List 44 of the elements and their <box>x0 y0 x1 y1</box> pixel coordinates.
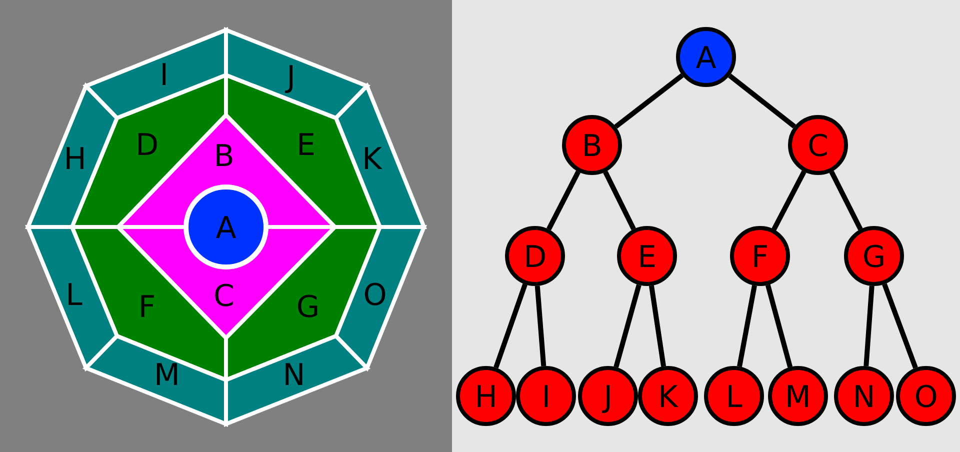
region-letter: F <box>138 293 156 323</box>
region-letter: I <box>160 61 168 91</box>
node-letter: H <box>474 383 498 413</box>
region-letter: H <box>64 145 86 175</box>
node-letter: I <box>542 383 550 413</box>
region-letter: L <box>66 281 82 311</box>
node-letter: C <box>808 132 828 162</box>
tree-edge <box>614 284 642 368</box>
tree-edge <box>728 74 796 128</box>
region-letter: B <box>214 142 234 172</box>
node-letter: J <box>604 383 612 413</box>
node-letter: K <box>658 383 678 413</box>
region-letter: N <box>282 361 306 391</box>
tree-edge <box>882 283 918 369</box>
node-letter: B <box>582 132 602 162</box>
tree-edge <box>614 73 684 129</box>
tree-edge <box>546 170 581 230</box>
tree-edge <box>829 170 863 230</box>
tree-edge <box>534 286 546 366</box>
tree-edge <box>737 285 757 367</box>
tree-edge <box>648 285 666 367</box>
region-letter: M <box>154 361 180 391</box>
node-letter: D <box>523 243 547 273</box>
region-letter: J <box>286 63 296 93</box>
region-letter: G <box>296 293 320 323</box>
node-letter: F <box>751 243 769 273</box>
region-letter: C <box>214 282 234 312</box>
node-letter: L <box>726 383 742 413</box>
node-letter: N <box>852 383 876 413</box>
region-letter: O <box>363 281 387 311</box>
tree-edge <box>494 283 528 369</box>
node-letter: E <box>638 243 656 273</box>
node-letter: G <box>862 243 886 273</box>
node-letter: A <box>696 44 716 74</box>
tree-edge <box>603 170 636 230</box>
region-letter: E <box>296 131 316 161</box>
region-letter: K <box>362 145 382 175</box>
tree-edge <box>772 170 806 231</box>
node-letter: O <box>914 383 938 413</box>
tree-edge <box>864 286 874 366</box>
tree-edge <box>765 284 793 368</box>
region-letter: D <box>135 131 159 161</box>
region-letter: A <box>216 214 236 244</box>
node-letter: M <box>785 383 811 413</box>
